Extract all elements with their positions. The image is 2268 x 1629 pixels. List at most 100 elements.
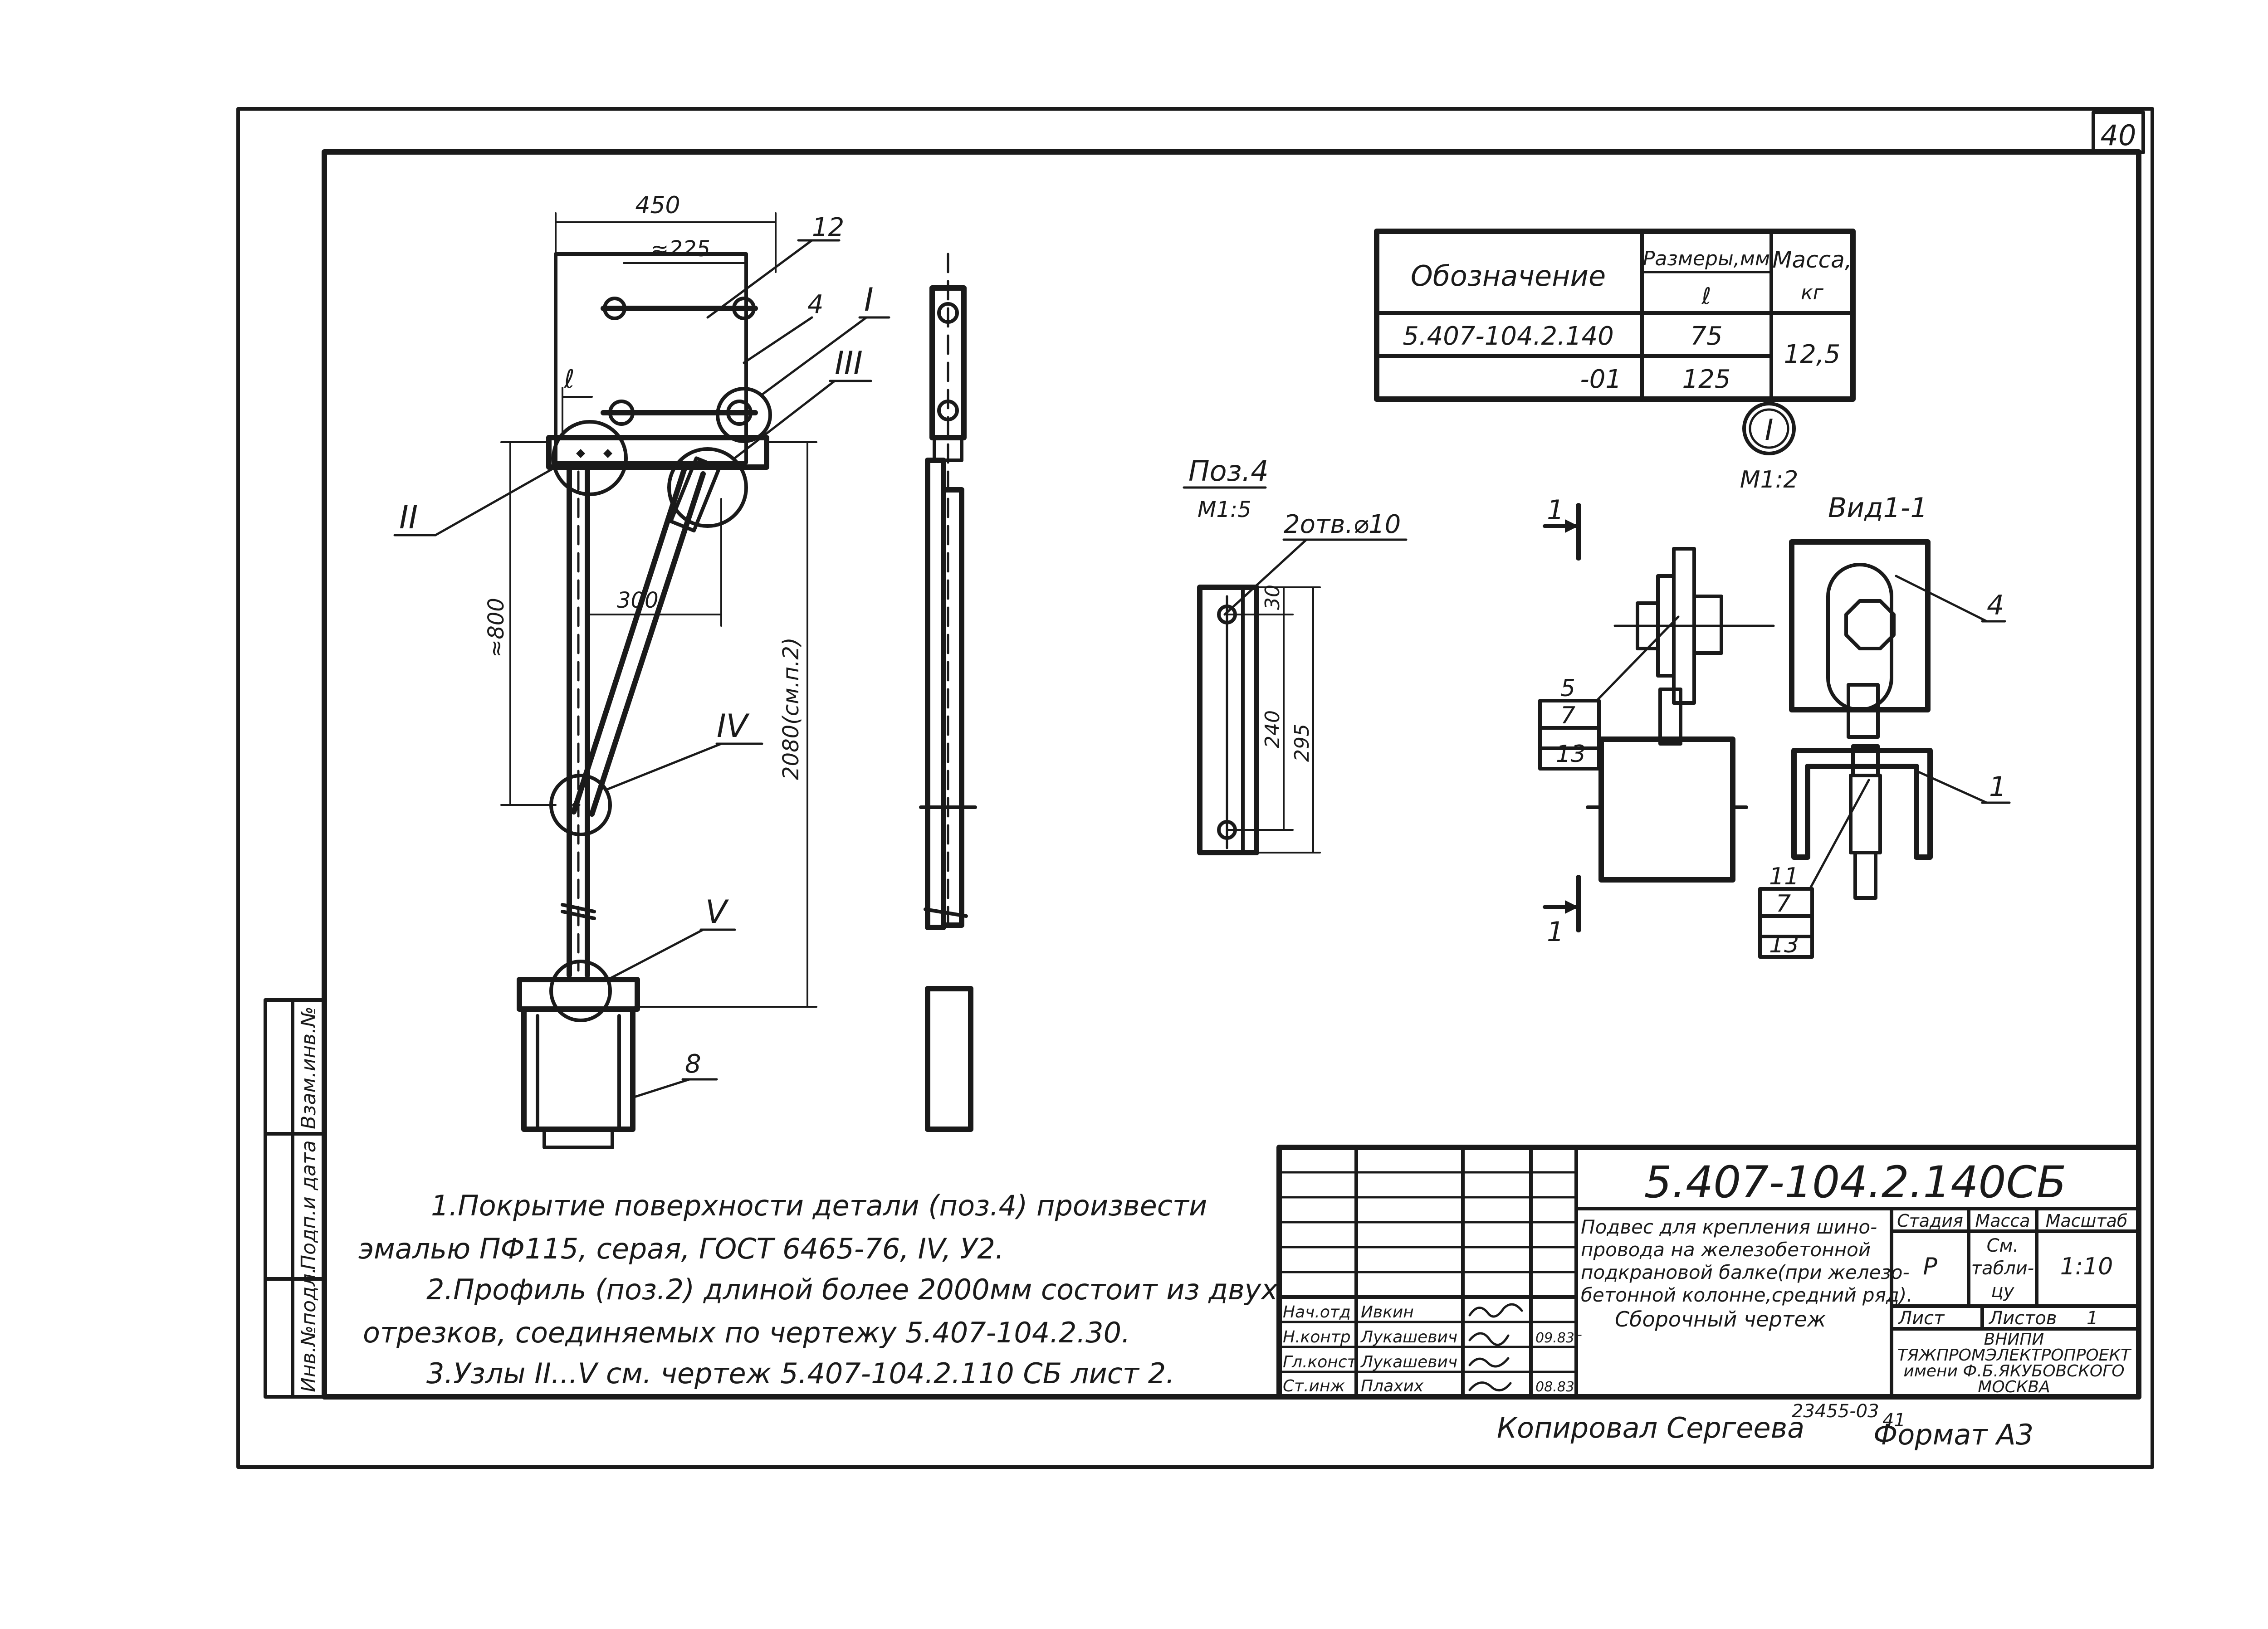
- pos4-dim-240: 240: [1261, 710, 1284, 748]
- table-header-mass-unit: кг: [1801, 281, 1824, 304]
- org-line: МОСКВА: [1978, 1378, 2050, 1396]
- title-description-line: провода на железобетонной: [1581, 1239, 1871, 1261]
- table-mass-value: 12,5: [1784, 340, 1841, 369]
- pos4-dim-295: 295: [1290, 724, 1314, 762]
- node-I-detail: I М1:2 Вид1-1 1 1 4: [1538, 402, 2011, 959]
- node-I-circle: [716, 387, 772, 443]
- scale-label: Масштаб: [2046, 1211, 2128, 1231]
- table-row-designation: -01: [1580, 365, 1622, 394]
- node-III-circle: [667, 447, 748, 528]
- signature-date: 08.83: [1535, 1379, 1574, 1395]
- table-header-size-l: ℓ: [1701, 283, 1711, 309]
- footer: Копировал Сергеева 23455-03 41 Формат А3: [1497, 1401, 2033, 1451]
- stage-label: Стадия: [1897, 1211, 1963, 1231]
- section-mark-top: 1: [1547, 494, 1564, 526]
- order-number: 23455-03: [1792, 1401, 1879, 1422]
- signature-name: Плахих: [1361, 1377, 1424, 1395]
- callout-V: V: [705, 893, 729, 931]
- stage-value: Р: [1923, 1253, 1937, 1280]
- order-sheet: 41: [1882, 1410, 1906, 1431]
- table-header-mass: Масса,: [1772, 247, 1852, 273]
- main-front-view: 450 ≈225 ℓ 300 ≈800 2080(см.п.2) 12 4 I …: [393, 192, 890, 1149]
- note-line: эмалью ПФ115, серая, ГОСТ 6465-76, IV, У…: [358, 1232, 1004, 1265]
- note-line: отрезков, соединяемых по чертежу 5.407-1…: [363, 1316, 1130, 1349]
- copied-by: Копировал Сергеева: [1497, 1411, 1804, 1444]
- note-line: 1.Покрытие поверхности детали (поз.4) пр…: [431, 1189, 1207, 1222]
- signature-name: Лукашевич: [1360, 1353, 1457, 1371]
- view-label: Вид1-1: [1828, 492, 1928, 524]
- org-line: имени Ф.Б.ЯКУБОВСКОГО: [1903, 1362, 2124, 1380]
- drawing-code: 5.407-104.2.140СБ: [1644, 1157, 2067, 1208]
- note-line: 2.Профиль (поз.2) длиной более 2000мм со…: [426, 1273, 1278, 1306]
- table-header-designation: Обозначение: [1411, 259, 1606, 293]
- mass-value: табли-: [1971, 1258, 2034, 1279]
- sheet-number-box: 40: [2092, 111, 2145, 154]
- note-line: 3.Узлы II...V см. чертеж 5.407-104.2.110…: [426, 1357, 1175, 1390]
- dim-800: ≈800: [484, 598, 509, 658]
- signature-role: Н.контр: [1283, 1328, 1351, 1346]
- sheets-value: 1: [2087, 1308, 2098, 1329]
- callout-4: 4: [807, 290, 824, 319]
- title-block: 5.407-104.2.140СБ Подвес для крепления ш…: [1276, 1145, 2141, 1400]
- table-header-size: Размеры,мм: [1643, 247, 1770, 270]
- side-view: [919, 253, 977, 1132]
- stamp-sign-date: Подп.и дата: [297, 1140, 320, 1270]
- callout-I: I: [864, 281, 874, 318]
- dim-450: 450: [635, 192, 680, 219]
- title-description-line: бетонной колонне,средний ряд).: [1581, 1284, 1913, 1306]
- side-stamp: Инв.№подл. Подп.и дата Взам.инв.№: [264, 998, 325, 1399]
- dim-225: ≈225: [650, 236, 710, 262]
- stack-left-13: 13: [1556, 741, 1586, 768]
- notes: 1.Покрытие поверхности детали (поз.4) пр…: [358, 1189, 1278, 1390]
- stamp-replace-inv: Взам.инв.№: [297, 1006, 320, 1129]
- dim-300: 300: [617, 588, 659, 613]
- table-row-size: 125: [1682, 365, 1731, 394]
- callout-II: II: [399, 499, 418, 536]
- mass-value: цу: [1991, 1281, 2015, 1302]
- signature-name: Ивкин: [1361, 1303, 1414, 1322]
- dim-2080: 2080(см.п.2): [778, 637, 804, 780]
- drawing-type: Сборочный чертеж: [1615, 1307, 1826, 1331]
- pos4-detail: Поз.4 М1:5 2отв.⌀10 30 240 295: [1183, 454, 1408, 855]
- sheet-number: 40: [2101, 119, 2136, 152]
- pos4-hole: 2отв.⌀10: [1284, 510, 1401, 539]
- callout-8: 8: [685, 1049, 701, 1079]
- signature-role: Ст.инж: [1283, 1377, 1345, 1395]
- signature-date: 09.83г: [1535, 1330, 1582, 1346]
- signature-name: Лукашевич: [1360, 1328, 1457, 1346]
- callout-12: 12: [812, 213, 844, 242]
- org-line: ВНИПИ: [1984, 1330, 2044, 1349]
- scale-value: 1:10: [2060, 1253, 2113, 1280]
- mass-value: См.: [1987, 1235, 2019, 1256]
- sheet-label: Лист: [1897, 1308, 1945, 1329]
- stack-left-7: 7: [1560, 702, 1575, 729]
- node-I-scale: М1:2: [1740, 466, 1799, 493]
- view-callout-1: 1: [1989, 771, 2006, 803]
- inner-frame: [322, 149, 2141, 1400]
- view-callout-4: 4: [1987, 590, 2004, 621]
- stamp-inv-original: Инв.№подл.: [297, 1267, 320, 1392]
- signature-role: Гл.конст: [1283, 1353, 1357, 1371]
- pos4-dim-30: 30: [1261, 585, 1284, 610]
- format-label: Формат А3: [1873, 1418, 2033, 1451]
- outer-border: [236, 107, 2154, 1469]
- callout-III: III: [835, 345, 863, 382]
- section-mark-bottom: 1: [1547, 916, 1564, 948]
- mass-label: Масса: [1975, 1211, 2030, 1231]
- stack-bottom-11: 11: [1769, 863, 1799, 890]
- node-V-circle: [549, 960, 612, 1022]
- spec-table: Обозначение Размеры,мм ℓ Масса, кг 5.407…: [1374, 229, 1856, 402]
- callout-IV: IV: [717, 707, 750, 745]
- dim-l: ℓ: [563, 365, 574, 394]
- pos4-scale: М1:5: [1198, 497, 1251, 522]
- node-I-label: I: [1765, 414, 1774, 447]
- signature-role: Нач.отд: [1283, 1303, 1351, 1322]
- stack-bottom-13: 13: [1769, 931, 1799, 958]
- org-line: ТЯЖПРОМЭЛЕКТРОПРОЕКТ: [1897, 1346, 2132, 1365]
- title-description-line: Подвес для крепления шино-: [1581, 1216, 1877, 1238]
- stack-left-5: 5: [1560, 675, 1575, 702]
- table-row-size: 75: [1690, 322, 1722, 351]
- stack-bottom-7: 7: [1776, 890, 1791, 917]
- sheets-label: Листов: [1988, 1308, 2057, 1329]
